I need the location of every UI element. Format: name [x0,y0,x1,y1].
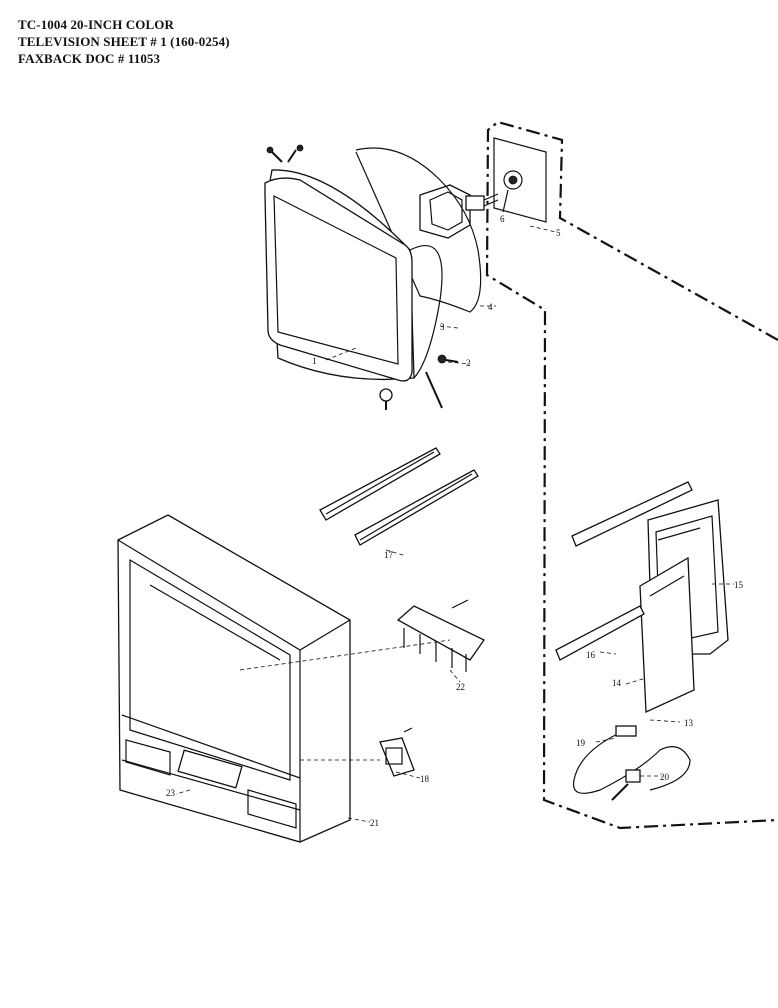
part-label-21: 21 [370,818,379,828]
deflection-yoke [419,184,499,239]
part-label-22: 22 [456,682,465,692]
power-cord [572,725,691,801]
part-label-18: 18 [420,774,430,784]
front-cabinet [117,514,351,843]
main-chassis-board [639,556,695,713]
part-label-3: 3 [440,322,445,332]
part-label-23: 23 [166,788,176,798]
picture-tube-crt [264,169,443,382]
document-header: TC-1004 20-INCH COLOR TELEVISION SHEET #… [18,16,230,67]
terminal-board [396,599,485,672]
crt-socket-board [493,137,547,223]
rear-cabinet-boundary [485,120,778,830]
part-label-15: 15 [734,580,744,590]
part-label-13: 13 [684,718,694,728]
part-label-1: 1 [312,356,317,366]
degaussing-coil [355,147,482,313]
part-label-20: 20 [660,772,670,782]
part-label-6: 6 [500,214,505,224]
part-label-16: 16 [586,650,596,660]
part-label-17: 17 [384,550,394,560]
header-doc-number: FAXBACK DOC # 11053 [18,51,161,66]
power-switch [379,727,415,777]
header-sheet: TELEVISION SHEET # 1 (160-0254) [18,34,230,49]
side-bracket-rails [319,447,479,546]
part-label-14: 14 [612,678,622,688]
crt-mounting-screws [266,144,459,410]
chassis-rails [555,481,693,661]
part-label-19: 19 [576,738,586,748]
header-title: TC-1004 20-INCH COLOR [18,17,174,32]
part-label-2: 2 [466,358,471,368]
leader-lines [175,225,734,823]
part-label-4: 4 [488,302,493,312]
part-label-5: 5 [556,228,561,238]
